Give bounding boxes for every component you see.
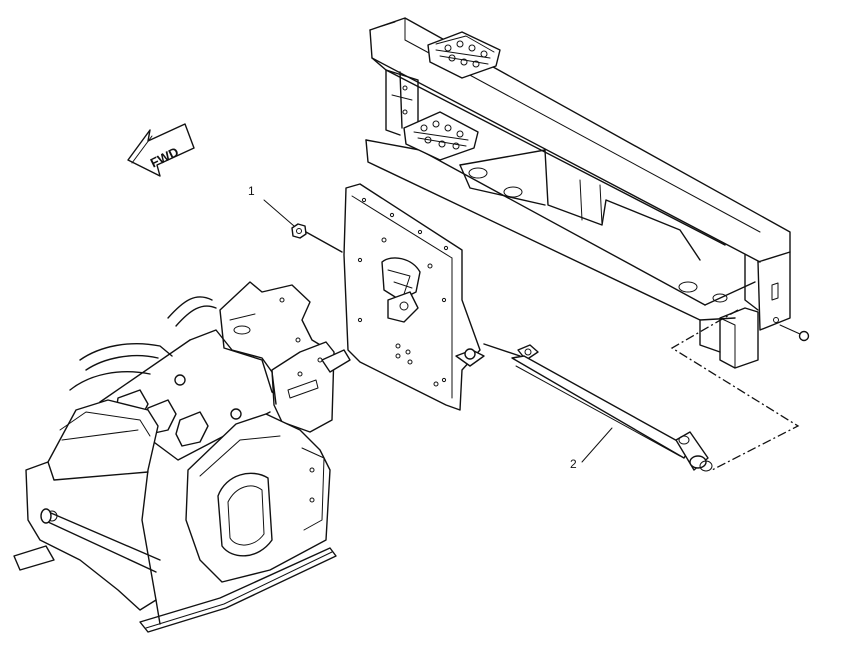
hydraulic-cylinder [483, 343, 713, 472]
callout-2-label: 2 [570, 457, 577, 471]
nut-icon [291, 223, 307, 239]
callout-1: 1 [248, 184, 343, 253]
phantom-connection-line [670, 309, 800, 471]
mounting-plate [343, 183, 485, 411]
frame-beam-assembly [365, 17, 810, 369]
callout-1-label: 1 [248, 184, 255, 198]
forward-arrow-icon: FWD [127, 123, 195, 177]
callout-2: 2 [570, 427, 613, 471]
loader-bracket-assembly [13, 281, 351, 633]
